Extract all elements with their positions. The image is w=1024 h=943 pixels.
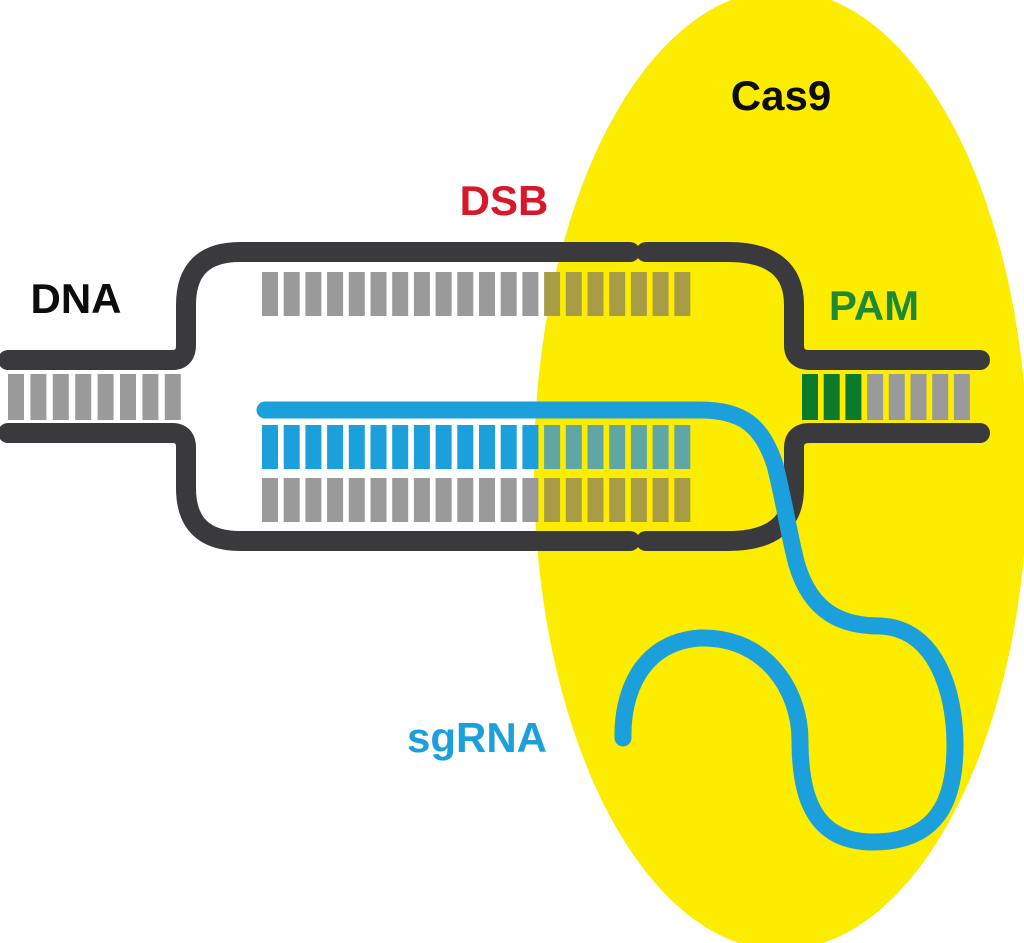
dna-base-pair: [587, 478, 604, 522]
dna-base-pair: [630, 478, 647, 522]
dna-base-pair: [97, 374, 114, 420]
dna-base-pair: [164, 374, 181, 420]
sgrna-label: sgRNA: [407, 714, 547, 761]
dna-base-pair: [609, 272, 626, 316]
dna-base-pair: [652, 272, 669, 316]
cas9-label: Cas9: [731, 72, 831, 119]
right-duplex-base-pairs: [802, 374, 970, 420]
dna-base-pair: [327, 272, 344, 316]
dna-base-pair: [888, 374, 905, 420]
dna-base-pair: [910, 374, 927, 420]
dna-base-pair: [8, 374, 24, 420]
dna-base-pair: [370, 478, 387, 522]
sgrna-base-pairs: [262, 425, 691, 469]
dna-base-pair: [544, 478, 561, 522]
dna-base-pair: [283, 478, 300, 522]
sgrna-base: [457, 425, 474, 469]
dna-base-pair: [435, 272, 452, 316]
dna-bottom-strand-left: [0, 423, 640, 551]
dna-base-pair: [522, 478, 539, 522]
sgrna-base: [262, 425, 278, 469]
dna-base-pair: [435, 478, 452, 522]
dna-base-pair: [52, 374, 69, 420]
sgrna-strand: [256, 401, 964, 851]
dna-base-pair: [457, 272, 474, 316]
dna-base-pair: [392, 272, 409, 316]
sgrna-base: [630, 425, 647, 469]
sgrna-base: [522, 425, 539, 469]
dna-base-pair: [283, 272, 300, 316]
dna-base-pair: [262, 478, 278, 522]
dna-base-pair: [500, 478, 517, 522]
sgrna-base: [652, 425, 669, 469]
sgrna-base: [283, 425, 300, 469]
dna-base-pair: [348, 478, 365, 522]
dna-base-pair: [413, 478, 430, 522]
sgrna-base: [565, 425, 582, 469]
dna-top-strand-right: [636, 242, 990, 370]
dna-base-pair: [674, 272, 691, 316]
dna-label: DNA: [31, 275, 122, 322]
dna-base-pair: [587, 272, 604, 316]
sgrna-base: [413, 425, 430, 469]
sgrna-base: [544, 425, 561, 469]
sgrna-base: [348, 425, 365, 469]
dna-base-pair: [413, 272, 430, 316]
dna-bottom-strand-right: [636, 423, 990, 551]
dna-base-pair: [544, 272, 561, 316]
dna-base-pair: [479, 478, 495, 522]
dna-base-pair: [262, 272, 278, 316]
left-duplex-base-pairs: [8, 374, 181, 420]
dna-base-pair: [305, 272, 322, 316]
dna-base-pair: [500, 272, 517, 316]
dna-base-pair: [370, 272, 387, 316]
dna-base-pair: [479, 272, 495, 316]
dna-base-pair: [953, 374, 970, 420]
dna-base-pair: [30, 374, 47, 420]
dna-base-pair: [609, 478, 626, 522]
dna-base-pair: [327, 478, 344, 522]
dna-base-pair: [305, 478, 322, 522]
dna-base-pair: [120, 374, 136, 420]
dna-base-pair: [867, 374, 884, 420]
sgrna-base: [392, 425, 409, 469]
sgrna-base: [609, 425, 626, 469]
target-strand-base-pairs: [262, 272, 691, 316]
dna-base-pair: [142, 374, 159, 420]
pam-label: PAM: [829, 282, 919, 329]
pam-base: [823, 374, 840, 420]
sgrna-base: [327, 425, 344, 469]
dna-top-strand-left: [0, 242, 640, 370]
dna-base-pair: [674, 478, 691, 522]
sgrna-base: [435, 425, 452, 469]
pam-base: [802, 374, 818, 420]
sgrna-base: [674, 425, 691, 469]
dna-base-pair: [630, 272, 647, 316]
sgrna-base: [479, 425, 495, 469]
dna-base-pair: [522, 272, 539, 316]
dna-base-pair: [565, 478, 582, 522]
dna-base-pair: [348, 272, 365, 316]
dna-base-pair: [565, 272, 582, 316]
sgrna-base: [500, 425, 517, 469]
sgrna-base: [370, 425, 387, 469]
dna-base-pair: [932, 374, 949, 420]
dna-base-pair: [75, 374, 92, 420]
sgrna-base: [305, 425, 322, 469]
pam-base: [845, 374, 862, 420]
dna-base-pair: [457, 478, 474, 522]
dsb-label: DSB: [460, 177, 549, 224]
non-target-strand-base-pairs: [262, 478, 691, 522]
dna-base-pair: [652, 478, 669, 522]
sgrna-base: [587, 425, 604, 469]
dna-base-pair: [392, 478, 409, 522]
